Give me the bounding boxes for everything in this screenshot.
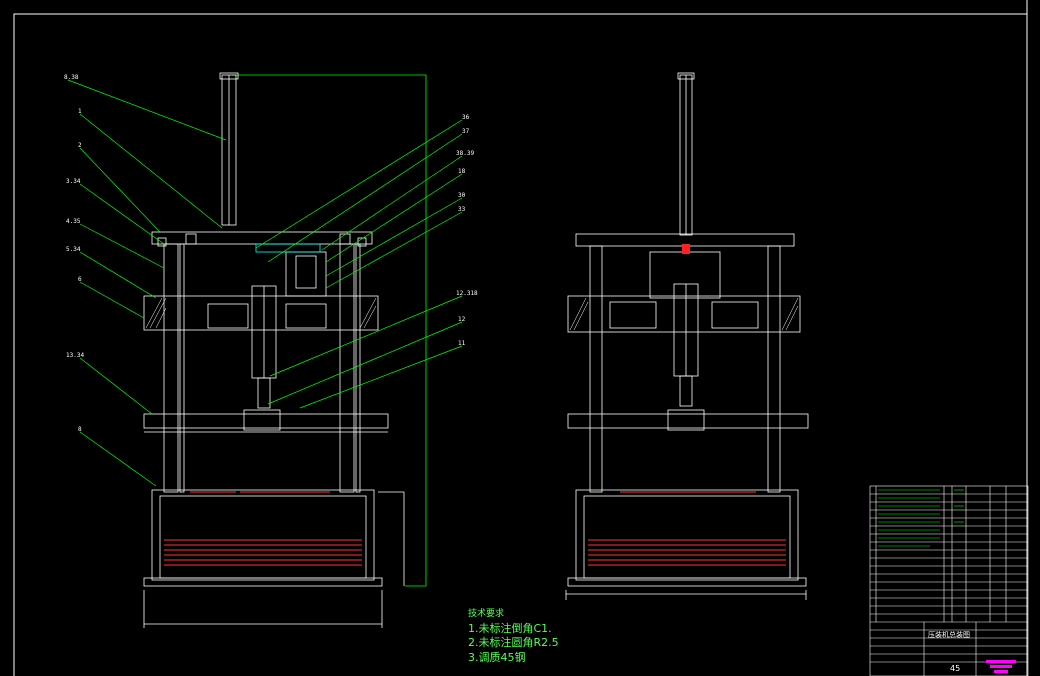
- callout-36: 36: [462, 114, 470, 121]
- callout-1: 1: [78, 108, 82, 115]
- drawing-title: 压装机总装图: [928, 630, 970, 639]
- callout-38-39: 38.39: [456, 150, 474, 157]
- front-hatch: [145, 297, 377, 329]
- callout-33: 33: [458, 206, 466, 213]
- callout-6: 6: [78, 276, 82, 283]
- note-2: 2.未标注圆角R2.5: [468, 635, 559, 649]
- side-red-marker: [682, 244, 690, 254]
- parts-list: [869, 485, 1029, 676]
- callout-8: 8: [78, 426, 82, 433]
- parts-list-green: [878, 489, 964, 547]
- callout-8-38: 8.38: [64, 74, 79, 81]
- logo-mark: [986, 660, 1016, 673]
- side-hatch: [569, 297, 799, 331]
- side-view: [565, 72, 809, 600]
- callout-labels: 8.38 1 2 3.34 4.35 5.34 6 13.34 8 36 37 …: [64, 74, 478, 433]
- callout-18: 18: [458, 168, 466, 175]
- note-1: 1.未标注倒角C1.: [468, 621, 552, 635]
- callout-12-318: 12.318: [456, 290, 478, 297]
- callout-3-34: 3.34: [66, 178, 81, 185]
- callout-13-34: 13.34: [66, 352, 84, 359]
- sheet-border: [13, 13, 1028, 676]
- callout-30: 30: [458, 192, 466, 199]
- callout-5-34: 5.34: [66, 246, 81, 253]
- notes-heading: 技术要求: [468, 607, 504, 619]
- side-base-hatch: [588, 491, 786, 566]
- sheet-number: 45: [950, 664, 960, 673]
- note-3: 3.调质45钢: [468, 651, 526, 664]
- leader-lines: [67, 79, 463, 487]
- callout-4-35: 4.35: [66, 218, 81, 225]
- callout-11: 11: [458, 340, 466, 347]
- front-view: [143, 72, 427, 628]
- technical-notes: 技术要求 1.未标注倒角C1. 2.未标注圆角R2.5 3.调质45钢: [468, 607, 559, 664]
- callout-12: 12: [458, 316, 466, 323]
- title-block: 压装机总装图 45: [928, 630, 970, 673]
- front-base-hatch: [164, 491, 362, 566]
- callout-37: 37: [462, 128, 470, 135]
- callout-2: 2: [78, 142, 82, 149]
